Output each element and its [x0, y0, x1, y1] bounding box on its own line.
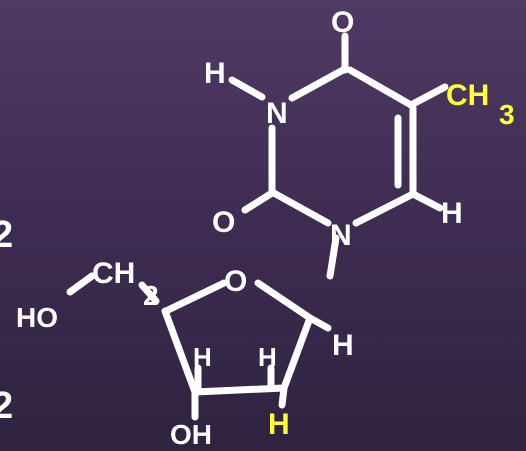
bond-c2-o: [241, 189, 276, 214]
bond-c4-c5: [346, 66, 415, 109]
label-h-n3: H: [204, 57, 226, 90]
bond-n1-c2: [268, 188, 332, 227]
bond-c6-h: [409, 190, 444, 212]
bond-c2prime-h: [278, 384, 288, 409]
bond-n3-h: [228, 76, 266, 101]
label-h-c1prime: H: [332, 329, 354, 362]
label-ho: HO: [16, 302, 58, 333]
label-h-c2prime-upper: H: [258, 342, 277, 372]
bond-c5-ch3: [407, 83, 449, 109]
sugar-bonds: [66, 272, 332, 421]
label-ch3-subscript: 3: [499, 99, 515, 130]
bond-ho-ch2: [66, 272, 96, 296]
edge-digit-lower: 2: [0, 385, 13, 427]
label-ch2: CH: [92, 257, 135, 290]
label-h-c2prime-highlight: H: [268, 408, 290, 441]
label-n1: N: [330, 219, 352, 252]
bond-c4-n3: [288, 66, 347, 102]
label-n3: N: [266, 97, 288, 130]
label-ch3: CH: [446, 79, 489, 112]
bond-n1-c1prime: [326, 234, 340, 280]
label-o-left: O: [212, 206, 235, 239]
label-h-c3prime: H: [193, 342, 212, 372]
label-ch2-subscript: 2: [143, 280, 159, 311]
label-h-c6: H: [441, 197, 463, 230]
bond-ch2-c4prime: [138, 281, 160, 305]
edge-digit-upper: 2: [0, 214, 13, 256]
label-o-ring: O: [224, 265, 247, 298]
bond-c6-n1: [352, 190, 417, 227]
bond-c3prime-c4prime: [161, 307, 199, 396]
label-o-top: O: [331, 6, 354, 39]
thymine-bonds: [228, 32, 449, 280]
bond-c1prime-c2prime: [280, 314, 314, 392]
bond-o-c1prime: [254, 279, 314, 322]
bond-c4prime-o: [162, 279, 228, 315]
label-oh: OH: [170, 419, 212, 450]
